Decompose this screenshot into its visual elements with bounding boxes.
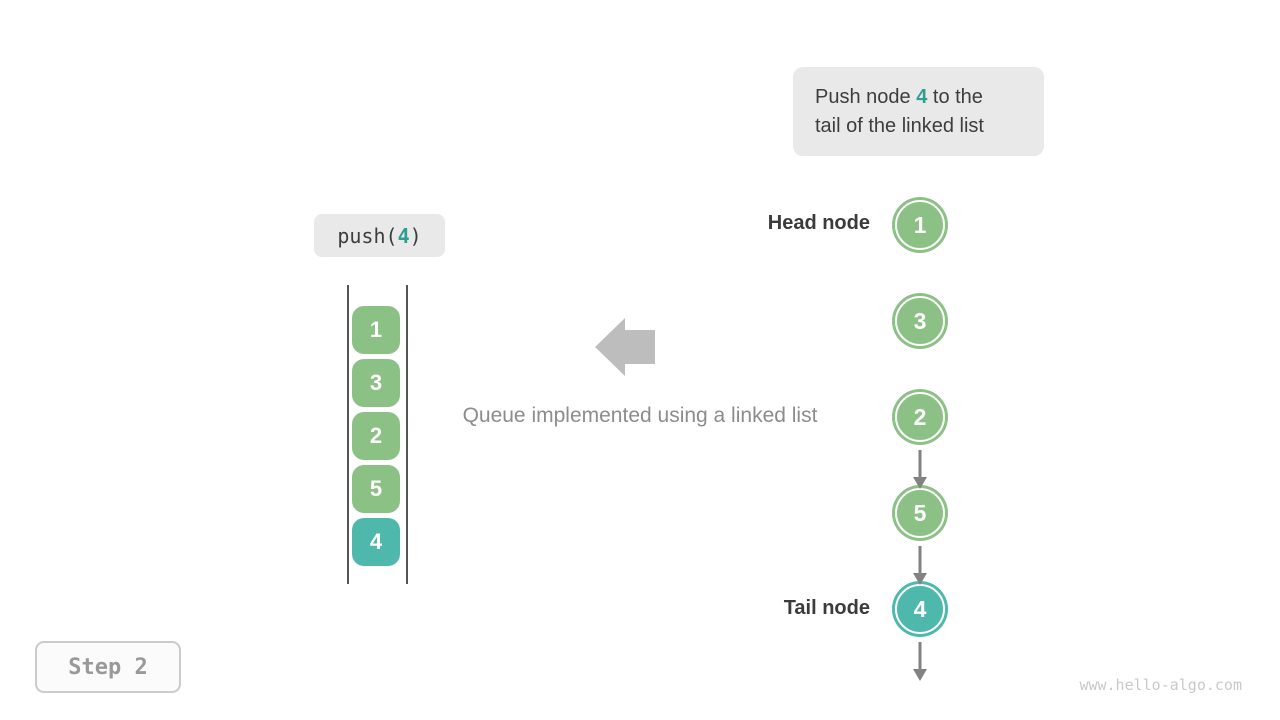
tail-node-label: Tail node xyxy=(783,597,870,619)
step-badge: Step 2 xyxy=(35,641,181,693)
annotation-line-2: tail of the linked list xyxy=(815,114,984,137)
watermark-text: www.hello-algo.com xyxy=(1079,676,1242,694)
down-arrow-icon xyxy=(892,450,948,490)
operation-arg: 4 xyxy=(397,223,410,248)
annotation-bubble: Push node 4 to the tail of the linked li… xyxy=(793,67,1044,156)
queue-cell: 2 xyxy=(352,412,400,460)
down-arrow-icon xyxy=(892,642,948,682)
annotation-line-1: Push node 4 to the xyxy=(815,83,1044,112)
queue-cells: 1 3 2 5 4 xyxy=(352,306,400,566)
annotation-text-before: Push node xyxy=(815,85,917,108)
operation-prefix: push( xyxy=(337,223,398,248)
queue-cell: 3 xyxy=(352,359,400,407)
queue-rail-right xyxy=(406,285,408,584)
head-node-label: Head node xyxy=(767,212,870,234)
list-node: 3 xyxy=(892,293,948,349)
list-node: 4 xyxy=(892,581,948,637)
queue-cell: 5 xyxy=(352,465,400,513)
down-arrow-icon xyxy=(892,546,948,586)
list-node: 5 xyxy=(892,485,948,541)
operation-box: push(4) xyxy=(314,214,445,257)
annotation-text-after: to the xyxy=(927,85,983,108)
caption-text: Queue implemented using a linked list xyxy=(462,404,818,427)
operation-suffix: ) xyxy=(409,223,422,248)
queue-cell: 4 xyxy=(352,518,400,566)
linked-list: 1 3 2 5 4 xyxy=(892,197,948,681)
queue-rail-left xyxy=(347,285,349,584)
list-node: 1 xyxy=(892,197,948,253)
list-node: 2 xyxy=(892,389,948,445)
queue-cell: 1 xyxy=(352,306,400,354)
left-arrow-icon xyxy=(595,318,655,376)
annotation-highlight-value: 4 xyxy=(916,85,928,108)
